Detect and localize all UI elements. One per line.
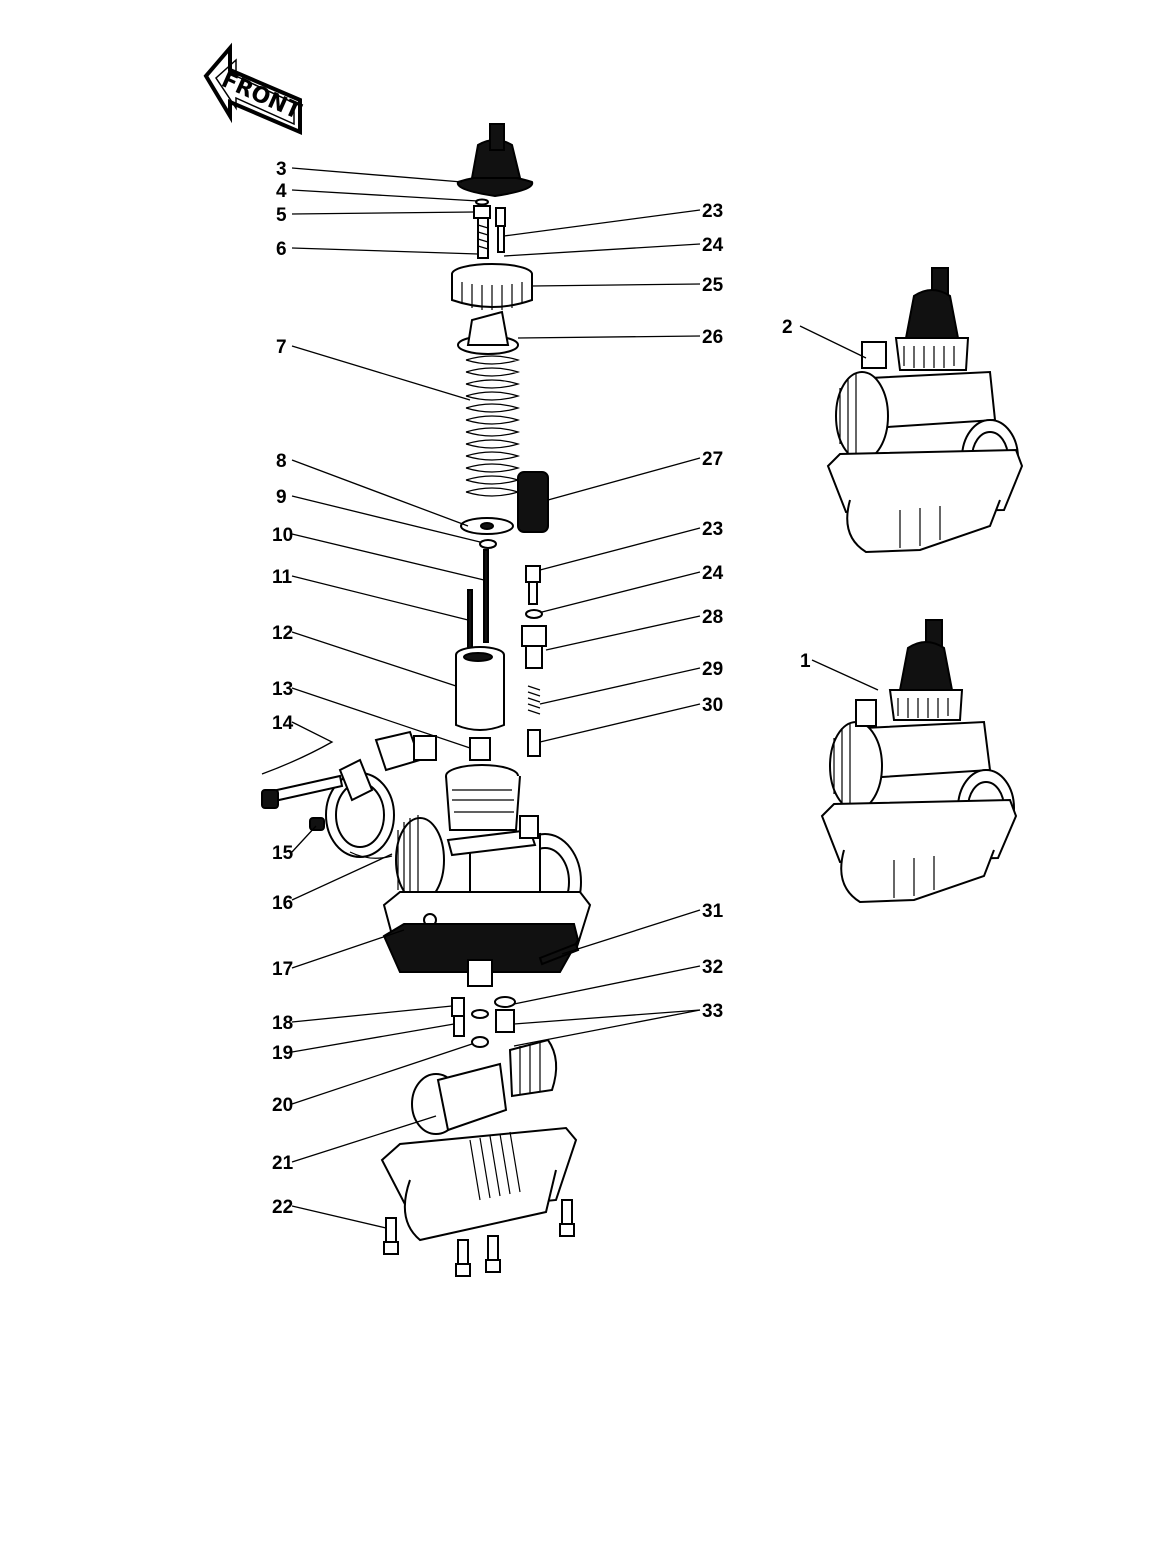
callout-17: 17	[272, 959, 293, 980]
callout-18: 18	[272, 1013, 293, 1034]
callout-29: 29	[702, 659, 723, 680]
callout-1: 1	[800, 651, 811, 672]
part-13-needle-jet	[469, 737, 491, 761]
callout-24b: 24	[702, 563, 724, 584]
part-26-plate	[457, 310, 519, 355]
part-29-spring	[527, 685, 541, 715]
callout-10: 10	[272, 525, 293, 546]
part-32-washer	[494, 996, 516, 1008]
part-17-gasket	[382, 923, 580, 973]
callout-31: 31	[702, 901, 724, 922]
callout-8: 8	[276, 451, 287, 472]
front-arrow: FRONT	[203, 42, 305, 136]
callout-32: 32	[702, 957, 723, 978]
part-27-sleeve	[517, 471, 549, 533]
callout-16: 16	[272, 893, 293, 914]
callout-28: 28	[702, 607, 723, 628]
callout-22: 22	[272, 1197, 293, 1218]
part-22-screws	[383, 1199, 575, 1277]
part-33-o-ring	[471, 1009, 489, 1019]
part-30-screw	[527, 729, 541, 757]
part-20-washer	[471, 1036, 489, 1048]
callout-6: 6	[276, 239, 287, 260]
callout-7: 7	[276, 337, 287, 358]
callout-3: 3	[276, 159, 287, 180]
callout-12: 12	[272, 623, 293, 644]
part-33-jet-holder	[495, 1009, 515, 1033]
callout-20: 20	[272, 1095, 293, 1116]
part-3-rubber-cap	[456, 123, 534, 198]
assembled-view-1	[820, 619, 1018, 904]
callouts: 3 4 5 6 7 8 9 10 11 12 13 14 15 16 17 18…	[272, 159, 811, 1218]
part-31-tube	[538, 942, 580, 966]
carburetor-body	[382, 764, 592, 951]
part-16-band	[349, 851, 393, 859]
part-5-6-cable-adjuster	[473, 205, 491, 259]
body-outlet	[467, 959, 493, 987]
callout-21: 21	[272, 1153, 294, 1174]
callout-33: 33	[702, 1001, 723, 1022]
float-bowl	[380, 1126, 578, 1242]
part-23-screw	[525, 565, 541, 605]
part-15-screw	[309, 817, 325, 831]
callout-25: 25	[702, 275, 724, 296]
callout-5: 5	[276, 205, 287, 226]
part-25-mixing-chamber-cap	[451, 263, 533, 310]
callout-9: 9	[276, 487, 287, 508]
callout-27: 27	[702, 449, 723, 470]
part-21-float	[411, 1038, 558, 1135]
callout-19: 19	[272, 1043, 293, 1064]
part-23-24-top-screw	[495, 207, 506, 253]
part-8-9-retainer	[460, 517, 514, 549]
part-7-spring	[465, 355, 521, 497]
part-11-needle	[467, 589, 473, 651]
callout-23b: 23	[702, 519, 723, 540]
part-18-19-main-jet	[451, 997, 465, 1037]
callout-23a: 23	[702, 201, 723, 222]
callout-15: 15	[272, 843, 294, 864]
part-12-throttle-valve	[455, 646, 505, 731]
part-10-jet-needle	[483, 549, 489, 643]
callout-26: 26	[702, 327, 723, 348]
callout-11: 11	[272, 567, 293, 588]
leader-lines	[261, 167, 879, 1229]
callout-24a: 24	[702, 235, 724, 256]
part-14-clamp	[261, 730, 437, 858]
callout-4: 4	[276, 181, 287, 202]
callout-14: 14	[272, 713, 294, 734]
part-24-washer	[525, 609, 543, 619]
callout-2: 2	[782, 317, 793, 338]
callout-13: 13	[272, 679, 293, 700]
part-4-washer	[475, 198, 489, 206]
callout-30: 30	[702, 695, 723, 716]
part-28-pilot-air	[521, 625, 547, 669]
assembled-view-2	[826, 267, 1024, 554]
